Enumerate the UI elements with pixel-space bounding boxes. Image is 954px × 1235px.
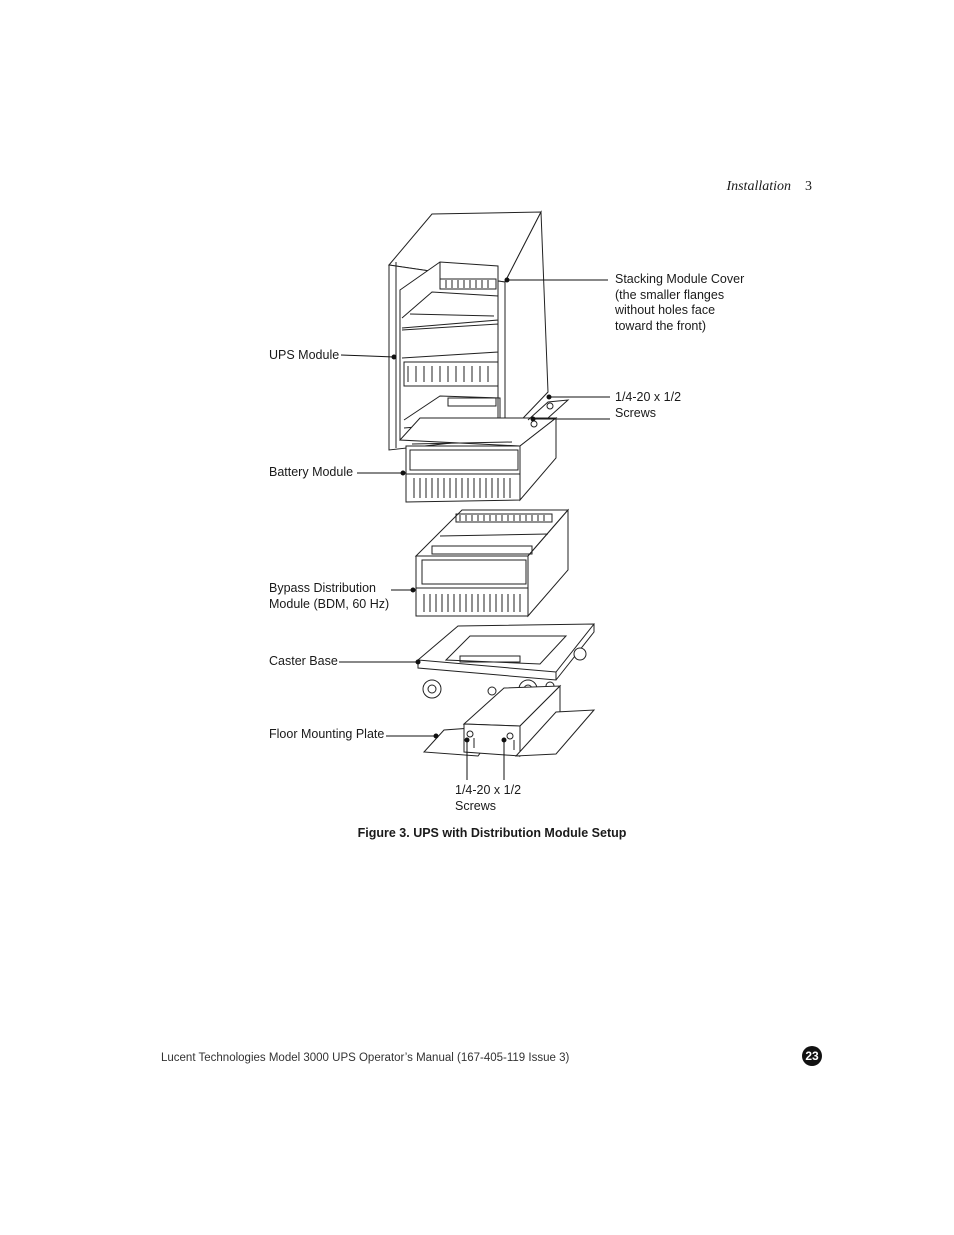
bypass-distribution-module	[414, 508, 570, 618]
caster-base	[416, 623, 596, 699]
label-bypass-distribution-module: Bypass Distribution Module (BDM, 60 Hz)	[269, 581, 390, 611]
battery-module	[398, 399, 570, 503]
section-title: Installation	[726, 179, 791, 194]
label-stacking-module-cover: Stacking Module Cover (the smaller flang…	[615, 272, 745, 333]
label-caster-base: Caster Base	[269, 654, 338, 668]
label-floor-mounting-plate: Floor Mounting Plate	[269, 727, 385, 741]
label-ups-module: UPS Module	[269, 348, 340, 362]
label-battery-module: Battery Module	[269, 465, 354, 479]
leader-lines	[339, 277, 610, 780]
ups-module	[399, 261, 501, 441]
floor-mounting-plate	[422, 684, 596, 758]
chapter-number: 3	[805, 179, 812, 194]
figure-caption: Figure 3. UPS with Distribution Module S…	[357, 826, 627, 840]
footer-manual-title: Lucent Technologies Model 3000 UPS Opera…	[161, 1052, 570, 1064]
label-screws-bottom: 1/4-20 x 1/2 Screws	[455, 783, 522, 813]
page-header: Installation 3	[726, 179, 812, 195]
label-screws-top: 1/4-20 x 1/2 Screws	[615, 390, 682, 420]
page-number: 23	[802, 1046, 822, 1066]
